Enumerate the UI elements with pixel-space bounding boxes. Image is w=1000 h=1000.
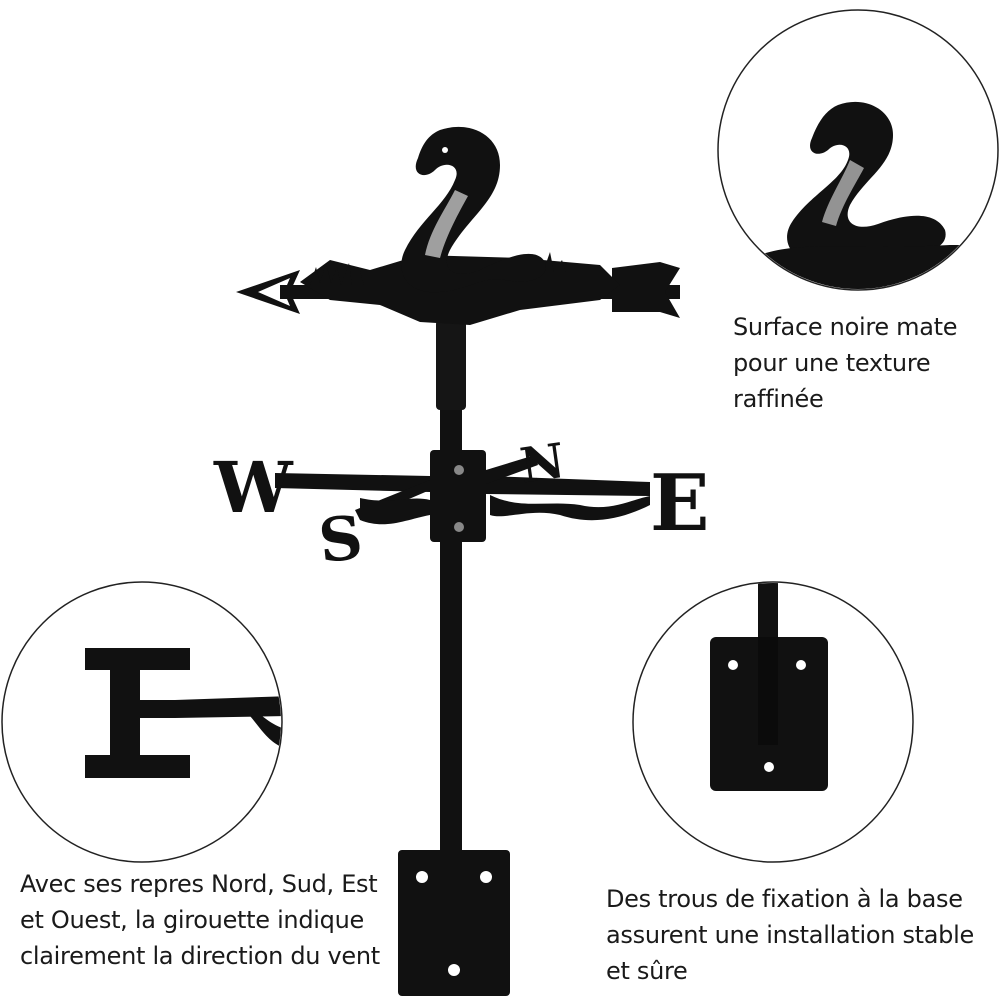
compass-letter-south: S [316, 503, 366, 577]
detail-letter: E [0, 0, 1, 1]
detail-circle-mounting [632, 581, 914, 863]
cobra-silhouette [401, 126, 546, 293]
detail-circle-finish [717, 9, 999, 291]
caption-finish: Surface noire mate pour une texture raff… [733, 309, 993, 417]
detail-circle-directions [1, 581, 283, 863]
caption-line: Des trous de fixation à la base [606, 885, 963, 913]
caption-line: et sûre [606, 957, 688, 985]
compass-hub [430, 450, 486, 542]
caption-directions: Avec ses repres Nord, Sud, Est et Ouest,… [20, 866, 400, 974]
compass-letter-north: N [517, 433, 568, 495]
compass-letter-west: W [213, 446, 294, 529]
caption-line: Avec ses repres Nord, Sud, Est [20, 870, 378, 898]
caption-line: et Ouest, la girouette indique [20, 906, 364, 934]
caption-line: raffinée [733, 385, 824, 413]
caption-line: clairement la direction du vent [20, 942, 380, 970]
caption-line: pour une texture [733, 349, 931, 377]
caption-line: Surface noire mate [733, 313, 958, 341]
caption-mounting: Des trous de fixation à la base assurent… [606, 881, 996, 989]
weathervane [236, 126, 680, 862]
compass-letter-east: E [650, 458, 709, 549]
caption-line: assurent une installation stable [606, 921, 974, 949]
base-plate [398, 850, 510, 996]
